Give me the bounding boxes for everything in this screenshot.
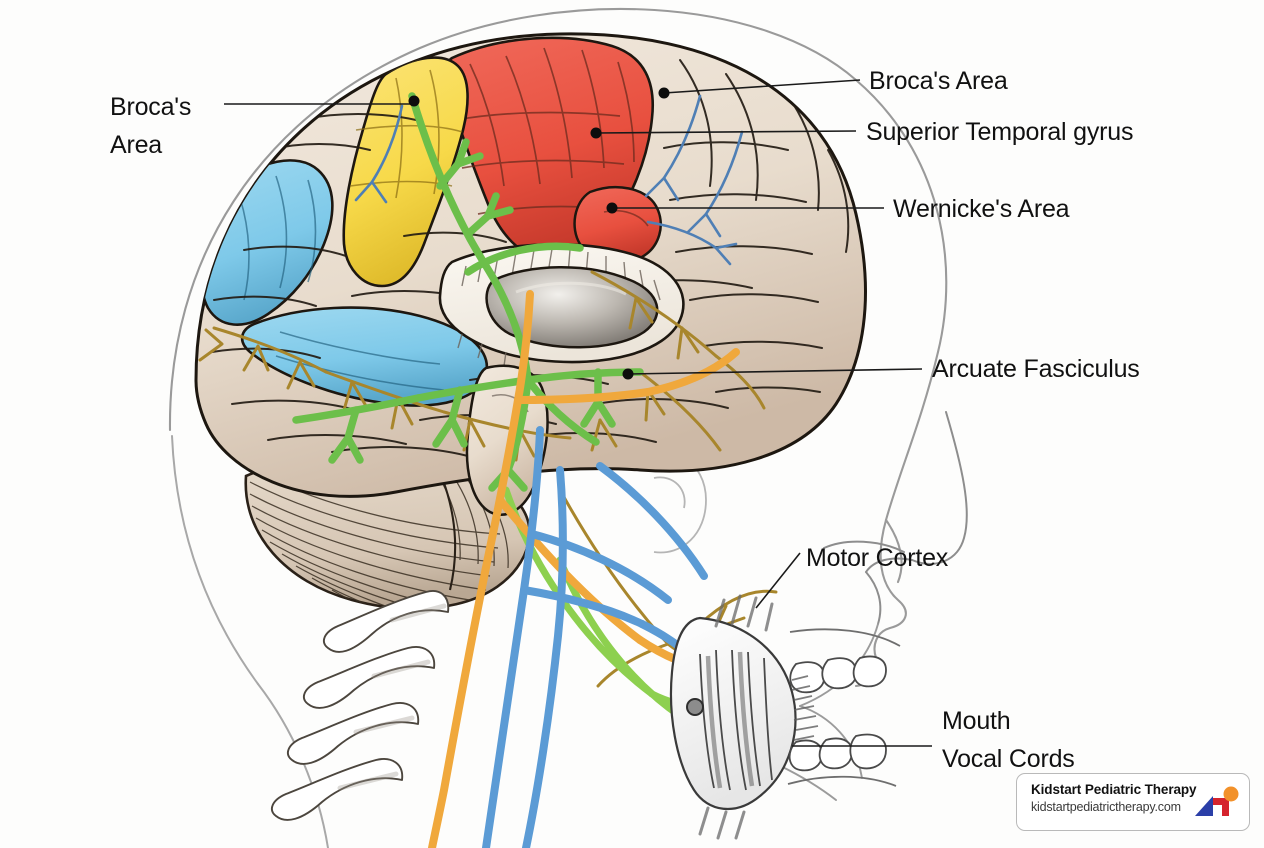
leader-superior-temporal-gyrus xyxy=(595,130,857,134)
leader-lines xyxy=(224,79,932,747)
larynx-vocal-cords xyxy=(669,616,797,810)
dot-wernickes-area xyxy=(606,202,618,214)
logo-website: kidstartpediatrictherapy.com xyxy=(1031,800,1181,814)
logo-mark-icon xyxy=(1195,786,1239,816)
label-wernickes-area: Wernicke's Area xyxy=(893,195,1070,223)
nose-and-lips-outline xyxy=(823,411,968,625)
cortical-vessels-blue xyxy=(354,94,744,266)
logo-brand-name: Kidstart Pediatric Therapy xyxy=(1031,782,1197,797)
lower-teeth xyxy=(788,733,887,772)
label-superior-temporal-gyrus: Superior Temporal gyrus xyxy=(866,118,1134,146)
soft-palate-striations xyxy=(791,675,819,741)
dot-arcuate-fasciculus xyxy=(622,368,634,380)
label-brocas-area-right: Broca's Area xyxy=(869,67,1008,95)
leader-arcuate-fasciculus xyxy=(627,368,923,375)
vertebrae xyxy=(271,590,450,821)
leader-motor-cortex xyxy=(755,552,801,609)
marker-dots xyxy=(408,87,670,380)
leader-brocas-right xyxy=(663,79,861,94)
label-arcuate-fasciculus: Arcuate Fasciculus xyxy=(932,355,1140,383)
dot-superior-temporal-gyrus xyxy=(590,127,602,139)
sensory-tract xyxy=(482,426,708,848)
vertebrae-shading xyxy=(337,603,447,791)
vibration-marks xyxy=(698,594,774,840)
dot-brocas-right xyxy=(658,87,670,99)
upper-teeth xyxy=(789,655,887,694)
dot-brocas-left xyxy=(408,95,420,107)
label-motor-cortex: Motor Cortex xyxy=(806,544,949,572)
arytenoid-marker xyxy=(686,698,704,716)
tongue-and-palate-outline xyxy=(787,628,901,787)
logo-badge[interactable]: Kidstart Pediatric Therapy kidstartpedia… xyxy=(1016,773,1250,831)
